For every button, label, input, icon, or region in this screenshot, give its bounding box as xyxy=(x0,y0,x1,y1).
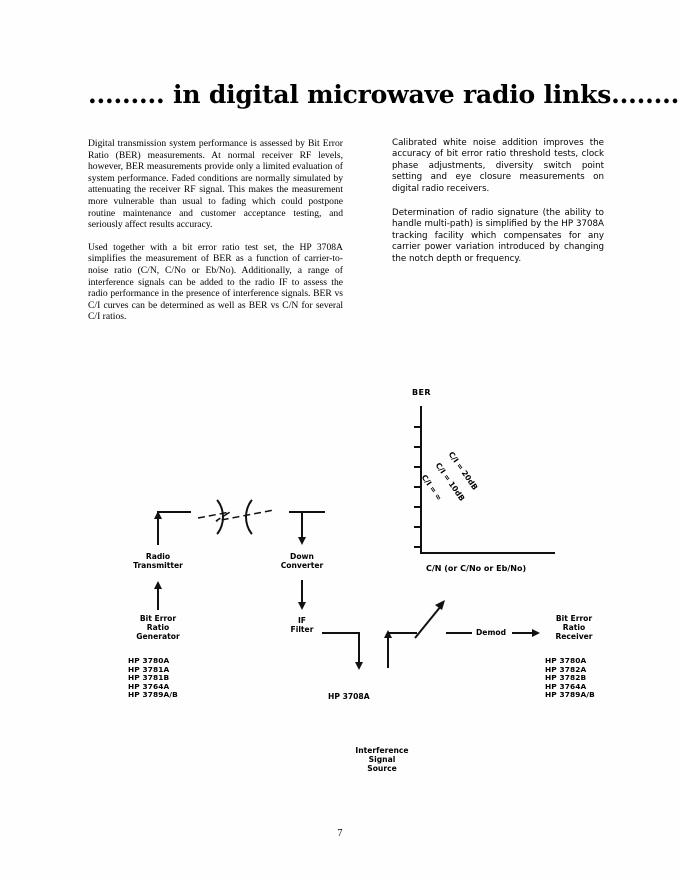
hp3708a-to-atten-line xyxy=(387,632,417,635)
if-to-junction-line xyxy=(322,632,360,635)
generator-to-tx-line xyxy=(157,584,160,610)
receiver-model-list: HP 3780A HP 3782A HP 3782B HP 3764A HP 3… xyxy=(545,656,595,700)
block-interference-signal-source: Interference Signal Source xyxy=(355,746,409,774)
page-title: ......... in digital microwave radio lin… xyxy=(88,80,680,109)
y-axis-tick xyxy=(414,486,421,488)
downconv-to-if-line xyxy=(301,580,304,606)
ber-vs-cn-chart: BER C/I = 20dB C/I = 10dB C/I = ∞ C/N (o… xyxy=(408,388,593,573)
chart-y-axis xyxy=(420,406,422,554)
block-if-filter: IF Filter xyxy=(290,616,314,635)
atten-to-demod-line xyxy=(446,632,472,635)
rx-antenna-feed-line xyxy=(289,511,325,514)
hp3708a-up-line xyxy=(387,632,390,668)
chart-y-axis-label: BER xyxy=(412,388,431,397)
block-radio-transmitter: Radio Transmitter xyxy=(133,552,183,571)
rf-path-lightning-icon xyxy=(197,509,275,522)
block-hp-3708a: HP 3708A xyxy=(328,692,370,701)
y-axis-tick xyxy=(414,446,421,448)
rx-downlead-line xyxy=(301,511,304,541)
junction-down-line xyxy=(358,632,361,666)
rx-arrow-down xyxy=(298,537,306,545)
block-bit-error-ratio-generator: Bit Error Ratio Generator xyxy=(136,614,180,642)
paragraph: Digital transmission system performance … xyxy=(88,138,343,231)
y-axis-tick xyxy=(414,466,421,468)
page-number: 7 xyxy=(337,828,343,839)
block-demod: Demod xyxy=(475,628,507,637)
tx-antenna-feed-line xyxy=(157,511,191,514)
left-text-column: Digital transmission system performance … xyxy=(88,138,343,334)
chart-x-axis xyxy=(420,552,555,554)
variable-attenuator-icon xyxy=(414,600,445,639)
block-down-converter: Down Converter xyxy=(280,552,324,571)
receive-antenna-icon xyxy=(245,493,283,541)
paragraph: Determination of radio signature (the ab… xyxy=(392,208,604,264)
transmit-antenna-icon xyxy=(186,493,224,541)
tx-riser-line xyxy=(157,511,160,545)
y-axis-tick xyxy=(414,426,421,428)
demod-to-receiver-arrow xyxy=(532,629,540,637)
generator-model-list: HP 3780A HP 3781A HP 3781B HP 3764A HP 3… xyxy=(128,656,178,700)
generator-to-tx-arrow xyxy=(154,581,162,589)
paragraph: Calibrated white noise addition improves… xyxy=(392,138,604,194)
block-bit-error-ratio-receiver: Bit Error Ratio Receiver xyxy=(555,614,593,642)
junction-down-arrow xyxy=(355,662,363,670)
downconv-to-if-arrow xyxy=(298,602,306,610)
y-axis-tick xyxy=(414,546,421,548)
y-axis-tick xyxy=(414,506,421,508)
tx-arrow-up xyxy=(154,511,162,519)
paragraph: Used together with a bit error ratio tes… xyxy=(88,241,343,323)
system-block-diagram: Radio Transmitter Bit Error Ratio Genera… xyxy=(0,480,680,810)
y-axis-tick xyxy=(414,526,421,528)
chart-x-axis-label: C/N (or C/No or Eb/No) xyxy=(426,564,527,573)
right-text-column: Calibrated white noise addition improves… xyxy=(392,138,604,278)
demod-to-receiver-line xyxy=(512,632,534,635)
